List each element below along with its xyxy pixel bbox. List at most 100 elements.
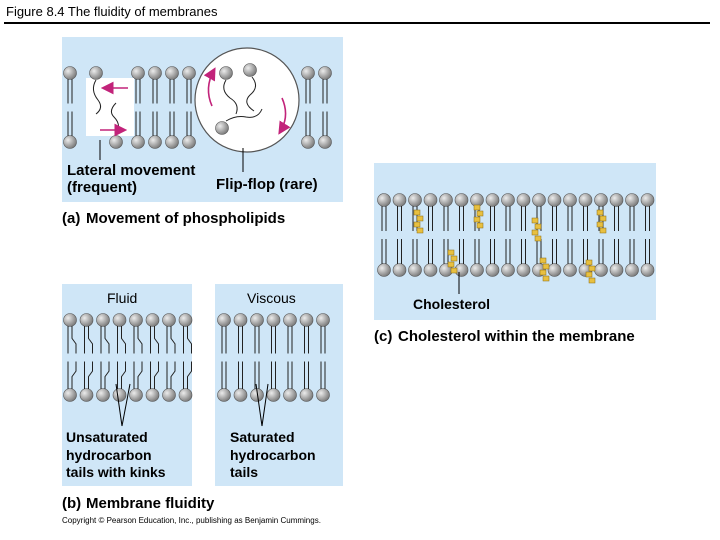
phospholipid-head (112, 313, 127, 327)
phospholipid-head (178, 313, 193, 327)
phospholipid-head (501, 193, 515, 207)
phospholipid-head (316, 313, 330, 327)
phospholipid-head (318, 66, 332, 80)
sat-leader-1 (255, 383, 263, 427)
phospholipid-head (563, 263, 577, 277)
cholesterol-molecule (585, 271, 593, 278)
hydrocarbon-tail (154, 361, 159, 389)
phospholipid-head (63, 388, 77, 402)
phospholipid-head (318, 135, 332, 149)
phospholipid-head (516, 263, 531, 277)
phospholipid-head (89, 66, 103, 80)
phospholipid-head (217, 388, 231, 402)
panel-a-bilayer (63, 66, 332, 149)
phospholipid-head (145, 388, 160, 402)
hydrocarbon-tail (104, 326, 110, 354)
phospholipid-head (377, 193, 391, 207)
hydrocarbon-tail (137, 326, 143, 354)
phospholipid-head (485, 263, 500, 277)
phospholipid-head (301, 135, 315, 149)
cholesterol-molecule (447, 261, 455, 268)
phospholipid-head (516, 193, 531, 207)
phospholipid-head (423, 263, 438, 277)
cholesterol-molecule (416, 215, 424, 222)
cholesterol-molecule (585, 259, 593, 266)
cholesterol-bilayer (377, 193, 655, 284)
phospholipid-head (63, 313, 77, 327)
phospholipid-head (131, 66, 145, 80)
phospholipid-head (165, 66, 179, 80)
phospholipid-head (165, 135, 179, 149)
phospholipid-head (485, 193, 500, 207)
phospholipid-head (182, 135, 196, 149)
hydrocarbon-tail (225, 108, 263, 122)
phospholipid-head (609, 193, 624, 207)
phospholipid-head (640, 263, 655, 277)
hydrocarbon-tail (170, 361, 176, 389)
cholesterol-molecule (542, 275, 550, 282)
cholesterol-molecule (539, 257, 547, 264)
phospholipid-head (79, 313, 94, 327)
hydrocarbon-tail (92, 79, 102, 115)
flip-flop-label: Flip-flop (rare) (216, 176, 318, 193)
cholesterol-molecule (596, 209, 604, 216)
phospholipid-head (454, 193, 469, 207)
phospholipid-head (563, 193, 577, 207)
cholesterol-molecule (534, 235, 542, 242)
cholesterol-molecule (473, 216, 481, 223)
cholesterol-molecule (531, 229, 539, 236)
phospholipid-head (283, 388, 297, 402)
phospholipid-head (299, 388, 314, 402)
sat-leader-2 (261, 383, 269, 427)
phospholipid-head (217, 313, 231, 327)
phospholipid-head (109, 135, 123, 149)
cholesterol-molecule (599, 227, 607, 234)
panel-c-letter: (c) (374, 328, 392, 345)
phospholipid-head (162, 313, 176, 327)
sat-label-line-1: Saturated (230, 429, 295, 445)
phospholipid-head (408, 193, 422, 207)
hydrocarbon-tail (88, 361, 93, 389)
phospholipid-head (301, 66, 315, 80)
fluid-heading: Fluid (107, 290, 137, 306)
sat-label-line-2: hydrocarbon (230, 447, 316, 463)
phospholipid-head (392, 263, 407, 277)
phospholipid-head (283, 313, 297, 327)
hydrocarbon-tail (137, 361, 143, 389)
phospholipid-head (594, 193, 608, 207)
phospholipid-head (392, 193, 407, 207)
hydrocarbon-tail (121, 361, 126, 389)
phospholipid-head (547, 263, 562, 277)
phospholipid-head (547, 193, 562, 207)
phospholipid-head (640, 193, 655, 207)
title-divider (4, 22, 710, 24)
cholesterol-molecule (416, 227, 424, 234)
phospholipid-head (129, 388, 143, 402)
phospholipid-head (233, 313, 248, 327)
phospholipid-head (470, 193, 484, 207)
phospholipid-head (129, 313, 143, 327)
phospholipid-head (594, 263, 608, 277)
phospholipid-head (266, 388, 281, 402)
phospholipid-head (625, 193, 639, 207)
cholesterol-molecule (413, 209, 421, 216)
figure-title: Figure 8.4 The fluidity of membranes (6, 4, 218, 19)
cholesterol-molecule (531, 217, 539, 224)
cholesterol-molecule (476, 222, 484, 229)
hydrocarbon-tail (71, 326, 77, 354)
phospholipid-head (578, 193, 593, 207)
panel-c-caption: Cholesterol within the membrane (398, 328, 635, 345)
hydrocarbon-tail (154, 326, 159, 354)
hydrocarbon-tail (88, 326, 93, 354)
phospholipid-head (148, 135, 162, 149)
hydrocarbon-tail (187, 361, 192, 389)
phospholipid-head (162, 388, 176, 402)
phospholipid-head (131, 135, 145, 149)
phospholipid-head (609, 263, 624, 277)
phospholipid-head (470, 263, 484, 277)
phospholipid-head (96, 313, 110, 327)
phospholipid-head (299, 313, 314, 327)
unsat-label-line-3: tails with kinks (66, 464, 166, 480)
unsat-leader-2 (121, 383, 131, 427)
